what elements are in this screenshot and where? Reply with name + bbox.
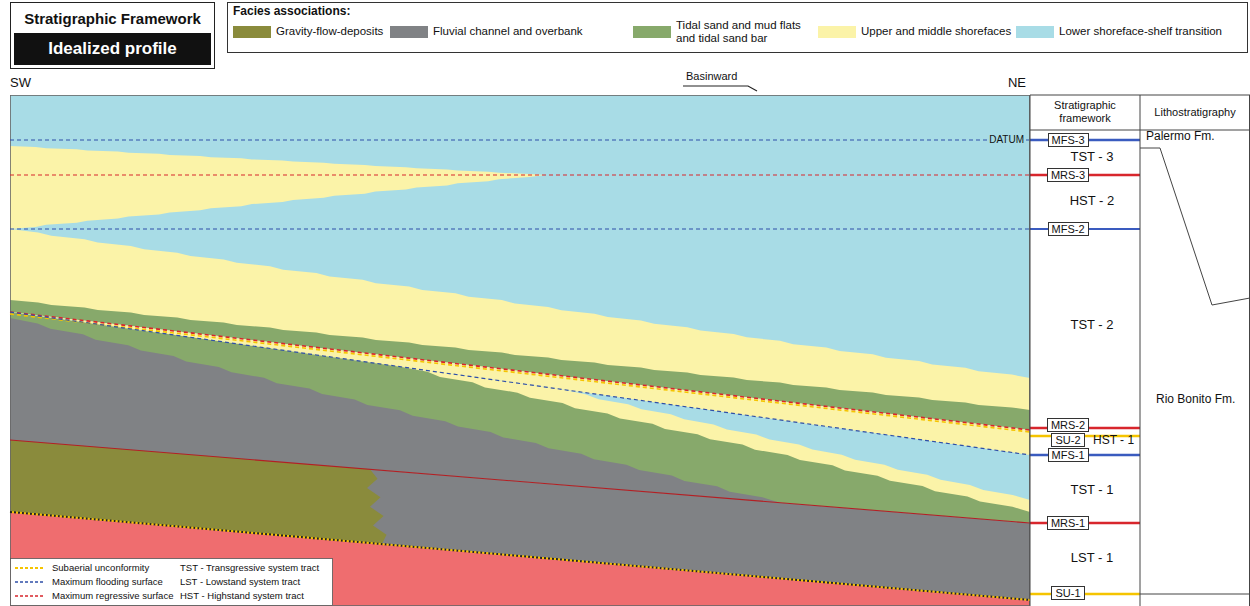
formation-name: Palermo Fm. xyxy=(1146,130,1215,144)
surface-box: MRS-1 xyxy=(1047,516,1089,530)
column-border xyxy=(1140,95,1141,606)
legend-heading: Facies associations: xyxy=(233,5,350,19)
systems-tract: TST - 1 xyxy=(1070,483,1113,498)
mrs-line xyxy=(10,174,1030,175)
mfs-line xyxy=(10,312,1030,455)
su-line xyxy=(10,314,1030,432)
su-line xyxy=(1030,593,1140,596)
surface-box: SU-2 xyxy=(1051,433,1084,447)
line-legend-entry: Maximum regressive surface xyxy=(52,591,173,602)
legend-entry: Tidal sand and mud flats and tidal sand … xyxy=(676,19,814,45)
legend-swatch xyxy=(818,26,856,38)
surface-box: MFS-1 xyxy=(1048,448,1089,462)
direction-label: SW xyxy=(10,76,31,91)
column-border xyxy=(1249,95,1250,606)
shoreface-facies xyxy=(10,146,545,229)
surface-box: MFS-2 xyxy=(1048,222,1089,236)
systems-tract: LST - 1 xyxy=(1071,551,1113,566)
legend-entry: Fluvial channel and overbank xyxy=(433,25,583,38)
legend-swatch xyxy=(233,26,271,38)
surface-box: MRS-2 xyxy=(1047,418,1089,432)
mfs-line xyxy=(10,228,1030,229)
abbreviation-key: TST - Transgressive system tract xyxy=(180,563,319,574)
systems-tract: HST - 2 xyxy=(1070,194,1115,209)
column-border xyxy=(1030,130,1250,131)
mrs-line xyxy=(10,312,1030,430)
systems-tract: HST - 1 xyxy=(1093,434,1134,448)
surface-box: SU-1 xyxy=(1051,586,1084,600)
su-sample xyxy=(15,567,45,569)
column-border xyxy=(1140,594,1250,595)
basinward-arrow xyxy=(683,86,757,91)
line-legend-entry: Subaerial unconformity xyxy=(52,563,149,574)
legend-frame xyxy=(228,3,1248,53)
surface-label: SU-1 xyxy=(1055,587,1080,599)
surface-label: MFS-1 xyxy=(1052,449,1085,461)
surface-box: MFS-3 xyxy=(1048,133,1089,147)
legend-swatch xyxy=(1016,26,1054,38)
column-header: Stratigraphic framework xyxy=(1035,99,1135,124)
mrs-line xyxy=(10,440,1030,523)
column-header: Lithostratigraphy xyxy=(1154,106,1235,119)
abbreviation-key: LST - Lowstand system tract xyxy=(180,577,300,588)
legend-entry: Gravity-flow-deposits xyxy=(276,25,383,38)
column-border xyxy=(1030,95,1031,606)
surface-box: MRS-3 xyxy=(1047,168,1089,182)
line-legend-entry: Maximum flooding surface xyxy=(52,577,163,588)
datum-line xyxy=(10,139,1030,140)
subtitle-text: Idealized profile xyxy=(14,33,211,65)
lower-shoreface-facies xyxy=(10,95,1030,606)
direction-label: NE xyxy=(1008,76,1026,91)
basement xyxy=(10,512,1030,606)
mfs-sample xyxy=(15,581,45,583)
formation-name: Rio Bonito Fm. xyxy=(1156,393,1235,407)
column-border xyxy=(1030,95,1250,96)
surface-label: MRS-1 xyxy=(1051,517,1085,529)
line-legend-frame xyxy=(11,559,333,606)
surface-label: MRS-2 xyxy=(1051,419,1085,431)
formation-boundary xyxy=(1140,148,1250,305)
title-box: Stratigraphic FrameworkIdealized profile xyxy=(10,2,215,69)
systems-tract: TST - 3 xyxy=(1070,150,1113,165)
surface-label: MFS-2 xyxy=(1052,223,1085,235)
direction-label: Basinward xyxy=(686,70,737,83)
title-text: Stratigraphic Framework xyxy=(14,6,211,33)
datum-label: DATUM xyxy=(987,134,1026,146)
systems-tract: TST - 2 xyxy=(1070,318,1113,333)
section-frame xyxy=(11,96,1030,606)
legend-entry: Upper and middle shorefaces xyxy=(861,25,1011,38)
legend-entry: Lower shoreface-shelf transition xyxy=(1059,25,1222,38)
surface-label: MFS-3 xyxy=(1052,134,1085,146)
legend-swatch xyxy=(390,26,428,38)
mrs-sample xyxy=(15,595,45,597)
surface-label: MRS-3 xyxy=(1051,169,1085,181)
abbreviation-key: HST - Highstand system tract xyxy=(180,591,304,602)
surface-label: SU-2 xyxy=(1055,434,1080,446)
legend-swatch xyxy=(633,26,671,38)
